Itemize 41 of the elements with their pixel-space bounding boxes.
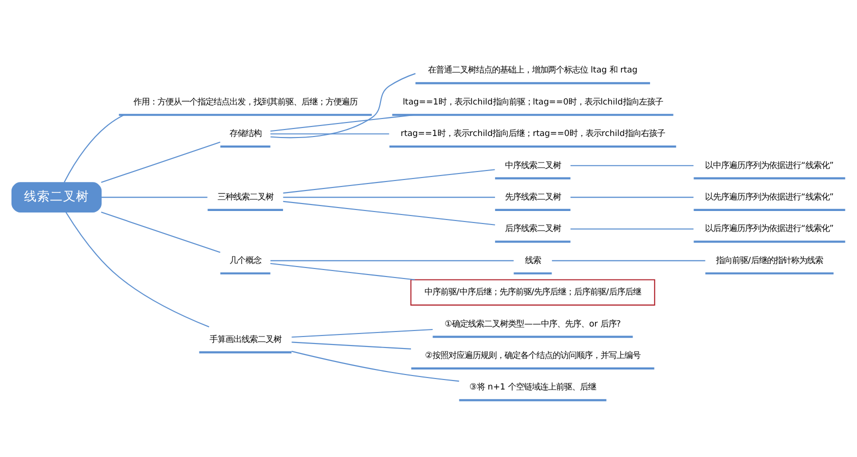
connector <box>65 211 210 327</box>
node-text: 几个概念 <box>229 254 262 264</box>
connector <box>283 196 496 198</box>
connector <box>101 196 208 198</box>
node-text: 线索 <box>524 254 541 264</box>
connector <box>292 328 433 338</box>
node-text: 中序线索二叉树 <box>504 159 561 170</box>
node-box: 中序前驱/中序后继；先序前驱/先序后继；后序前驱/后序后继 <box>410 278 656 306</box>
node-text: 指向前驱/后继的指针称为线索 <box>716 254 823 264</box>
connector <box>292 350 460 382</box>
node-text: 手算画出线索二叉树 <box>209 333 282 344</box>
node-text: rtag==1时，表示rchild指向后继；rtag==0时，表示rchild指向右孩子 <box>400 128 665 138</box>
connector <box>570 196 694 198</box>
connector <box>270 132 390 134</box>
node-text: 存储结构 <box>229 128 262 138</box>
connector <box>270 114 415 132</box>
node-text: ①确定线索二叉树类型——中序、先序、or 后序? <box>444 318 621 328</box>
connector <box>270 262 415 280</box>
node-text: 在普通二叉树结点的基础上，增加两个标志位 ltag 和 rtag <box>428 64 638 74</box>
connector <box>101 141 220 182</box>
connector <box>292 341 412 349</box>
connector <box>570 228 694 230</box>
node-text: 以中序遍历序列为依据进行“线索化” <box>705 159 834 170</box>
connector <box>552 260 706 261</box>
node-box: 线索二叉树 <box>11 182 102 212</box>
connector <box>101 211 220 252</box>
connector <box>283 168 495 194</box>
node-text: 先序线索二叉树 <box>504 190 561 201</box>
connector <box>64 114 124 182</box>
node-text: 以先序遍历序列为依据进行“线索化” <box>705 190 834 201</box>
connector <box>270 72 416 138</box>
connector <box>270 260 514 261</box>
connector <box>283 200 496 225</box>
node-text: 三种线索二叉树 <box>217 190 274 201</box>
node-text: ③将 n+1 个空链域连上前驱、后继 <box>469 381 596 392</box>
node-text: 后序线索二叉树 <box>504 222 561 233</box>
node-text: 以后序遍历序列为依据进行“线索化” <box>705 222 834 233</box>
connector <box>570 164 694 166</box>
node-text: ltag==1时，表示lchild指向前驱；ltag==0时，表示lchild指向左孩子 <box>402 96 663 106</box>
node-text: 作用：方便从一个指定结点出发，找到其前驱、后继；方便遍历 <box>133 96 358 106</box>
node-text: ②按照对应遍历规则，确定各个结点的访问顺序，并写上编号 <box>424 349 641 360</box>
